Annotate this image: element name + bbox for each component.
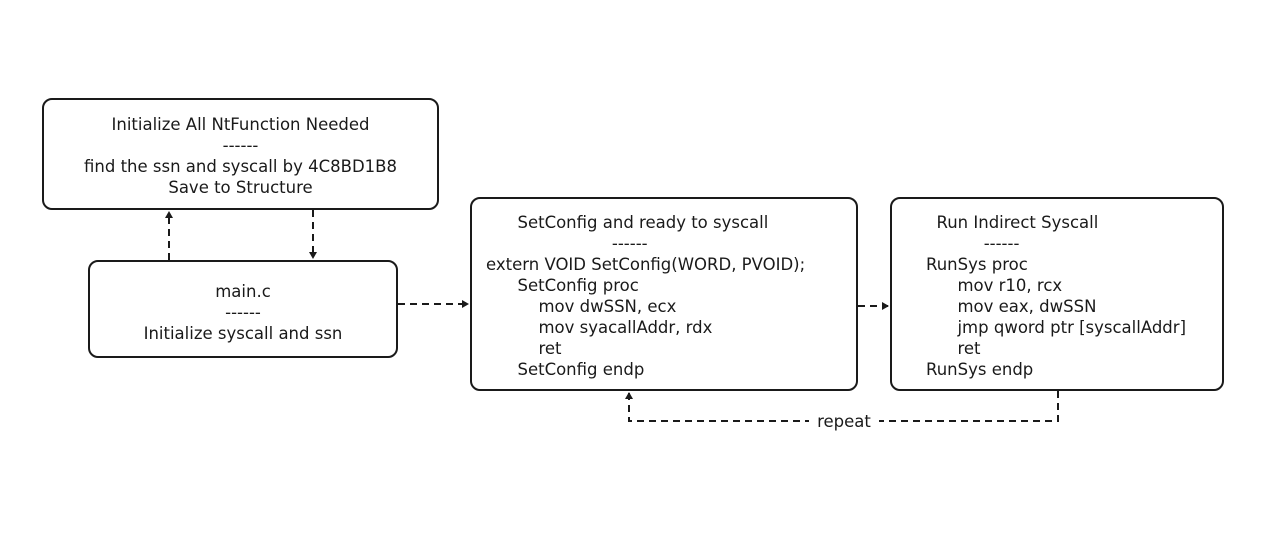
- box-title: Run Indirect Syscall: [926, 213, 1099, 232]
- box-line: find the ssn and syscall by 4C8BD1B8: [84, 157, 397, 176]
- box-separator: ------: [222, 136, 259, 155]
- code-line: RunSys endp: [926, 360, 1034, 379]
- box-line: Save to Structure: [168, 178, 313, 197]
- code-line: mov eax, dwSSN: [926, 297, 1097, 316]
- setconfig-box: SetConfig and ready to syscall ------ ex…: [470, 197, 858, 391]
- edge-label-repeat: repeat: [809, 411, 879, 433]
- code-line: ret: [926, 339, 981, 358]
- box-separator: ------: [225, 303, 261, 322]
- box-line: Initialize All NtFunction Needed: [111, 115, 370, 134]
- init-ntfunction-box: Initialize All NtFunction Needed ------ …: [42, 98, 439, 210]
- code-line: SetConfig proc: [486, 276, 639, 295]
- box-title: SetConfig and ready to syscall: [486, 213, 769, 232]
- run-indirect-syscall-box: Run Indirect Syscall ------ RunSys proc …: [890, 197, 1224, 391]
- box-separator: ------: [486, 234, 648, 253]
- main-c-box: main.c ------ Initialize syscall and ssn: [88, 260, 398, 358]
- code-line: SetConfig endp: [486, 360, 645, 379]
- code-line: RunSys proc: [926, 255, 1028, 274]
- box-title: main.c: [215, 282, 271, 301]
- code-line: jmp qword ptr [syscallAddr]: [926, 318, 1187, 337]
- code-line: extern VOID SetConfig(WORD, PVOID);: [486, 255, 806, 274]
- code-line: ret: [486, 339, 562, 358]
- box-separator: ------: [926, 234, 1020, 253]
- code-line: mov r10, rcx: [926, 276, 1063, 295]
- code-line: mov syacallAddr, rdx: [486, 318, 713, 337]
- code-line: mov dwSSN, ecx: [486, 297, 677, 316]
- box-line: Initialize syscall and ssn: [143, 324, 343, 343]
